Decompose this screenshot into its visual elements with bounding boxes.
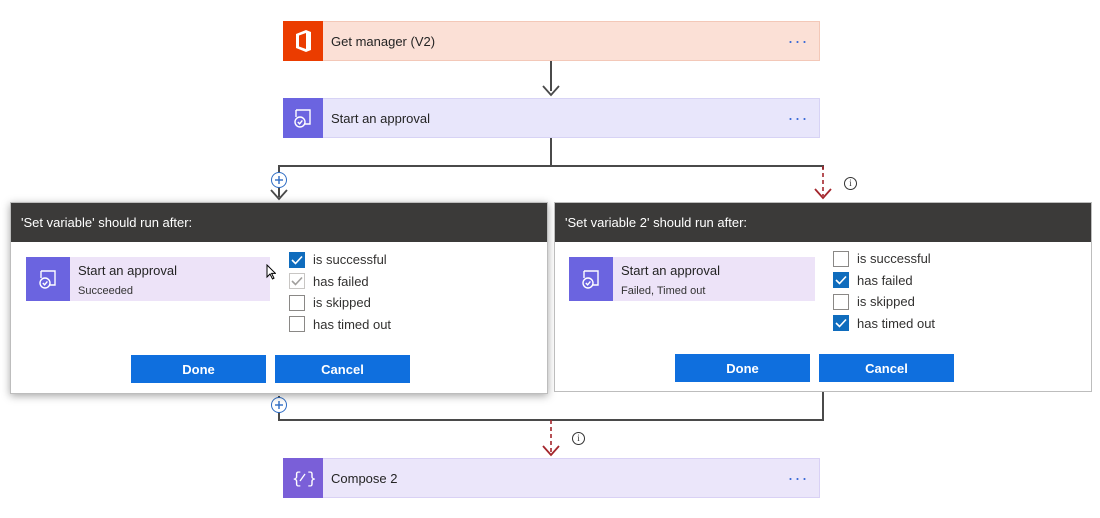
approval-icon: [283, 97, 323, 138]
connector-merge-horizontal: [278, 419, 824, 421]
option-label: is successful: [857, 251, 931, 267]
step-title: Start an approval: [331, 110, 431, 126]
step-get-manager[interactable]: Get manager (V2) ···: [283, 20, 820, 61]
checkbox-checked-disabled[interactable]: [289, 273, 305, 290]
arrow-head-1: [542, 85, 560, 97]
run-after-options: is successful has failed is skipped has …: [289, 249, 391, 335]
checkbox-unchecked[interactable]: [289, 316, 305, 333]
option-has-timed-out[interactable]: has timed out: [289, 314, 391, 336]
info-icon[interactable]: i: [844, 177, 857, 190]
panel-header: 'Set variable' should run after:: [11, 203, 547, 242]
approval-card: Start an approval Succeeded: [26, 257, 270, 301]
run-after-options: is successful has failed is skipped has …: [833, 248, 935, 334]
office-icon: [283, 20, 323, 61]
svg-text:{: {: [292, 470, 302, 488]
step-start-approval[interactable]: Start an approval ···: [283, 97, 820, 138]
option-label: is skipped: [313, 295, 371, 311]
option-is-skipped[interactable]: is skipped: [833, 291, 935, 313]
compose-icon: {}: [283, 457, 323, 498]
run-after-panel-right: 'Set variable 2' should run after: Start…: [554, 202, 1092, 392]
add-step-plus-icon[interactable]: [271, 397, 287, 413]
add-step-plus-icon[interactable]: [271, 172, 287, 188]
panel-header: 'Set variable 2' should run after:: [555, 203, 1091, 242]
checkbox-checked[interactable]: [833, 315, 849, 332]
step-title: Compose 2: [331, 470, 398, 486]
card-title: Start an approval: [621, 263, 721, 278]
step-title: Get manager (V2): [331, 33, 436, 49]
arrow-head-left: [270, 189, 288, 201]
more-options-icon[interactable]: ···: [787, 107, 809, 128]
option-is-successful[interactable]: is successful: [833, 248, 935, 270]
option-is-skipped[interactable]: is skipped: [289, 292, 391, 314]
checkbox-unchecked[interactable]: [289, 294, 305, 311]
cancel-button[interactable]: Cancel: [275, 355, 410, 383]
option-label: has timed out: [313, 316, 392, 332]
option-has-timed-out[interactable]: has timed out: [833, 313, 935, 335]
connector-split-vertical: [550, 138, 552, 166]
cancel-button[interactable]: Cancel: [819, 354, 954, 382]
run-after-dashed-arrow-bottom: [542, 420, 560, 457]
option-has-failed[interactable]: has failed: [833, 270, 935, 292]
connector-right-up: [822, 392, 824, 420]
approval-card: Start an approval Failed, Timed out: [569, 257, 815, 301]
checkbox-unchecked[interactable]: [833, 250, 849, 267]
card-title: Start an approval: [78, 263, 178, 278]
step-compose-2[interactable]: {} Compose 2 ···: [283, 457, 820, 498]
card-status: Failed, Timed out: [621, 285, 706, 297]
option-label: has failed: [857, 272, 913, 288]
checkbox-checked[interactable]: [833, 272, 849, 289]
option-has-failed[interactable]: has failed: [289, 271, 391, 293]
run-after-panel-left: 'Set variable' should run after: Start a…: [10, 202, 548, 394]
option-label: is skipped: [857, 294, 915, 310]
card-status: Succeeded: [78, 285, 134, 297]
approval-icon: [26, 257, 70, 301]
checkbox-checked[interactable]: [289, 251, 305, 268]
mouse-cursor-icon: [266, 264, 276, 280]
option-is-successful[interactable]: is successful: [289, 249, 391, 271]
connector-split-horizontal: [278, 165, 824, 167]
option-label: is successful: [313, 252, 387, 268]
connector-1: [550, 61, 552, 91]
more-options-icon[interactable]: ···: [787, 30, 809, 51]
svg-text:}: }: [307, 470, 315, 488]
done-button[interactable]: Done: [131, 355, 266, 383]
option-label: has timed out: [857, 315, 936, 331]
run-after-dashed-arrow-right: [814, 166, 832, 200]
info-icon[interactable]: i: [572, 432, 585, 445]
approval-icon: [569, 257, 613, 301]
done-button[interactable]: Done: [675, 354, 810, 382]
checkbox-unchecked[interactable]: [833, 293, 849, 310]
option-label: has failed: [313, 273, 369, 289]
more-options-icon[interactable]: ···: [787, 467, 809, 488]
